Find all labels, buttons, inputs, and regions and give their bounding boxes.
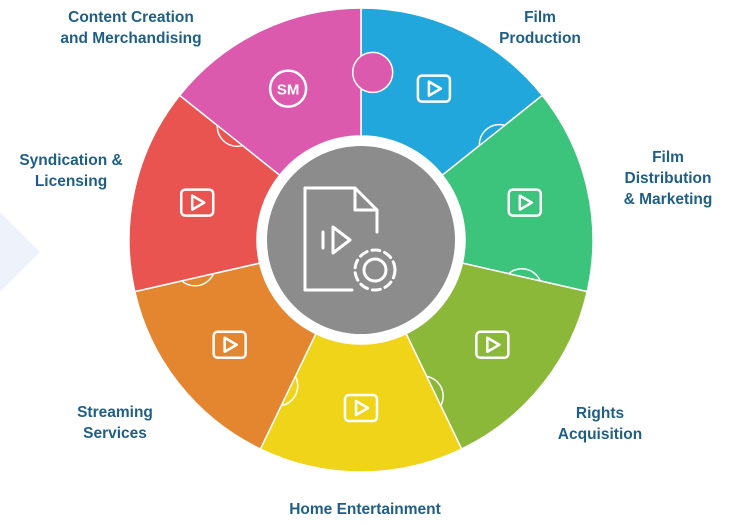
- center-hub: [257, 136, 465, 344]
- label-line: Rights: [575, 405, 625, 422]
- label-streaming-services: Streaming Services: [55, 402, 175, 444]
- label-line: Services: [83, 425, 147, 442]
- megaphone-screen-icon: [179, 188, 215, 217]
- video-lock-icon: [475, 330, 510, 359]
- tv-icon: [343, 393, 379, 423]
- label-line: Streaming: [77, 404, 153, 421]
- label-line: Home Entertainment: [289, 501, 441, 518]
- label-line: and Merchandising: [60, 30, 202, 47]
- video-file-gear-icon: [303, 186, 397, 292]
- puzzle-knob: [351, 51, 394, 94]
- label-line: Licensing: [34, 173, 108, 190]
- laptop-play-icon: [212, 330, 247, 359]
- label-line: Acquisition: [557, 426, 643, 443]
- sm-badge-icon: SM: [268, 69, 308, 108]
- label-film-distribution: Film Distribution & Marketing: [610, 147, 726, 210]
- label-film-production: Film Production: [480, 7, 600, 49]
- label-line: Film: [524, 9, 556, 26]
- label-line: Film: [652, 149, 684, 166]
- film-location-icon: [507, 188, 543, 217]
- label-line: & Marketing: [623, 191, 713, 208]
- label-line: Distribution: [624, 170, 712, 187]
- label-line: Syndication &: [19, 152, 123, 169]
- label-line: Content Creation: [68, 9, 194, 26]
- label-content-creation: Content Creation and Merchandising: [26, 7, 236, 49]
- label-syndication-licensing: Syndication & Licensing: [6, 150, 136, 192]
- label-line: Production: [499, 30, 581, 47]
- background-chevron: [0, 212, 40, 292]
- label-rights-acquisition: Rights Acquisition: [545, 403, 655, 445]
- label-home-entertainment: Home Entertainment: [260, 499, 470, 520]
- sm-badge-text: SM: [277, 82, 300, 99]
- video-camera-icon: [416, 74, 452, 103]
